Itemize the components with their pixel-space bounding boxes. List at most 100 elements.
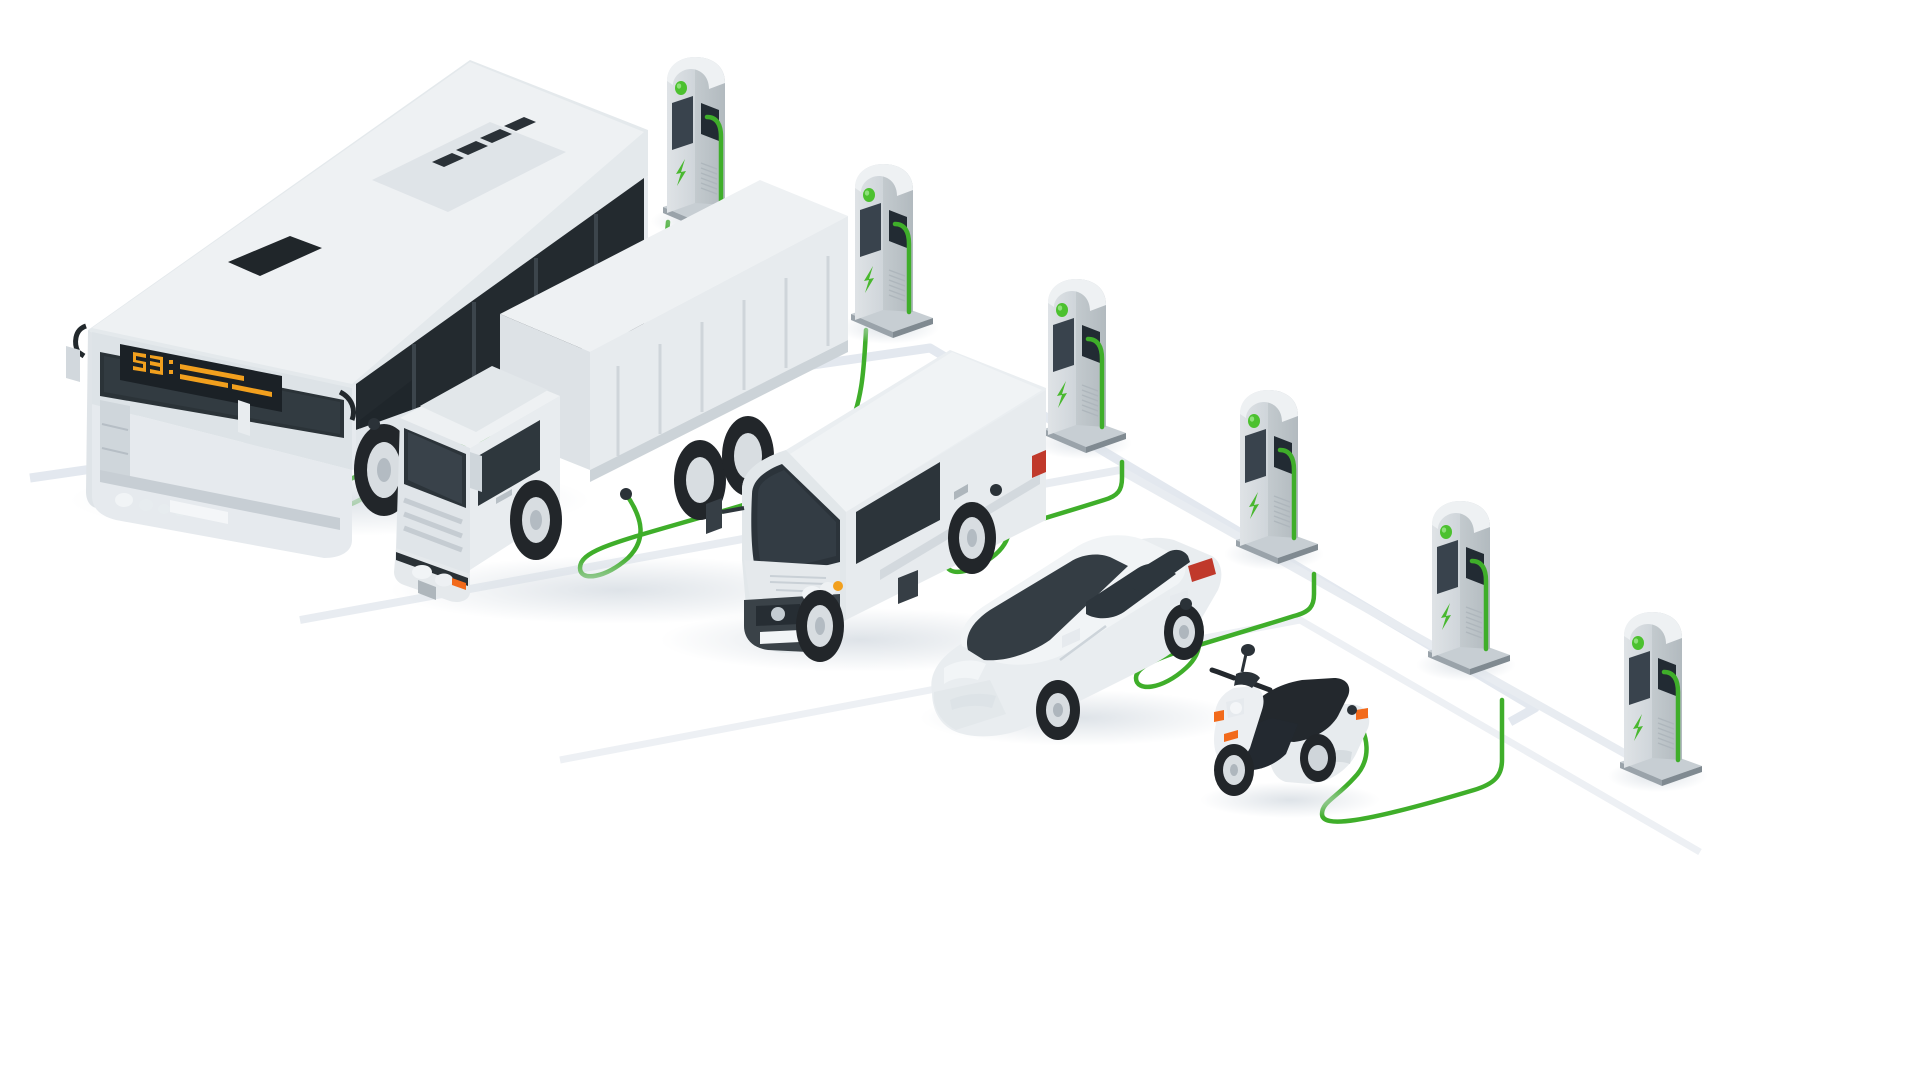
lightning-bolt-icon [864, 266, 874, 293]
scooter-tail-light [1356, 708, 1368, 720]
trailer-side-face [590, 216, 848, 470]
van-emblem [771, 607, 785, 621]
cable-stub [892, 221, 912, 315]
bus-charge-port[interactable] [368, 418, 380, 430]
bus-roof-vents [432, 117, 536, 167]
station-base-shade [1620, 762, 1662, 786]
vehicle-car[interactable] [920, 535, 1240, 746]
station-base-shade2 [893, 318, 933, 338]
car-side-window-rear [1132, 549, 1190, 591]
station-base-shade2 [1662, 766, 1702, 786]
cable-port [889, 210, 907, 248]
truck-grille [403, 497, 463, 553]
cable-port [1274, 436, 1292, 474]
truck-step [418, 580, 436, 600]
status-led-highlight [864, 190, 870, 196]
bus-mirror-right-glass [238, 400, 250, 436]
truck-side-window [478, 420, 540, 506]
bus-roof-hatch [228, 236, 322, 276]
status-led-highlight [676, 83, 682, 89]
van-charge-port[interactable] [990, 484, 1002, 496]
vent-grille [700, 162, 718, 195]
truck-door-handle[interactable] [496, 489, 512, 504]
truck-shadow [390, 556, 850, 624]
trailer-roof [500, 180, 848, 352]
vent-grille [1273, 495, 1291, 528]
cable-port [1658, 658, 1676, 696]
truck-windshield-glass [408, 432, 462, 504]
charging-station-2[interactable] [839, 164, 939, 344]
station-base-shade [1236, 540, 1278, 564]
lightning-bolt-icon [1057, 381, 1067, 408]
trailer-bottom-rail [590, 340, 848, 482]
status-led-icon [1632, 636, 1644, 650]
ground-line-lower [559, 616, 1702, 856]
cable-port [1082, 325, 1100, 363]
scooter-charge-port[interactable] [1347, 705, 1357, 715]
scooter-wheel-rear [1300, 734, 1336, 782]
charging-station-5[interactable] [1416, 501, 1516, 681]
van-tail-light [1032, 450, 1046, 478]
car-grille [950, 693, 996, 710]
cable-car-to-station-4 [1133, 571, 1317, 690]
charging-station-4[interactable] [1224, 390, 1324, 570]
cable-port [701, 103, 719, 141]
scooter-handlebar-right[interactable] [1251, 681, 1273, 693]
station-screen [1437, 540, 1458, 594]
bus-side-windows [356, 178, 644, 430]
van-door-handle[interactable] [954, 484, 968, 500]
car-charge-port[interactable] [1180, 598, 1192, 610]
station-screen [672, 96, 693, 150]
station-screen [1629, 651, 1650, 705]
bus-destination-display [120, 344, 282, 412]
van-side-window [856, 462, 940, 564]
station-base-shade2 [1278, 544, 1318, 564]
scooter-indicator-front [1214, 710, 1224, 722]
status-led-icon [1440, 525, 1452, 539]
lightning-bolt-icon [1441, 603, 1451, 630]
charging-station-6[interactable] [1608, 612, 1708, 792]
bus-front-door-panel[interactable] [100, 400, 130, 480]
bus-front-door-lines [101, 423, 129, 455]
car-wheel-front [1036, 680, 1080, 740]
station-top-cap [1624, 612, 1682, 644]
cable-port [1466, 547, 1484, 585]
van-wheel-front [796, 590, 844, 662]
station-top-cap [667, 57, 725, 89]
route-number-digits [133, 352, 163, 375]
charging-station-3[interactable] [1032, 279, 1132, 459]
van-license-plate [760, 630, 800, 644]
status-led-icon [675, 81, 687, 95]
scooter-mirror-stem [1240, 653, 1248, 673]
station-base-shade2 [1470, 655, 1510, 675]
bus-wheel-rear [354, 424, 414, 516]
scooter-dashboard [1234, 671, 1260, 688]
scooter-mirror [1241, 644, 1255, 656]
car-headlight [944, 660, 986, 684]
bus-mirror-right [338, 389, 356, 421]
lightning-bolt-icon [1249, 492, 1259, 519]
vehicle-van[interactable] [660, 350, 1060, 672]
truck-mirror [470, 452, 482, 492]
station-top-cap [855, 164, 913, 196]
van-windshield-glass [757, 470, 836, 574]
station-top-cap [1432, 501, 1490, 533]
vehicle-truck[interactable] [390, 180, 850, 624]
car-tail-light [1188, 558, 1216, 582]
cable-stub [1469, 558, 1489, 652]
scooter-indicator-lower [1224, 730, 1238, 742]
car-windshield [966, 554, 1128, 661]
destination-text-lines [180, 364, 272, 397]
vehicle-scooter[interactable] [1200, 644, 1380, 818]
trailer-side-rails [616, 256, 830, 456]
route-separator-colon [169, 360, 173, 374]
station-base-shade2 [1086, 433, 1126, 453]
cable-stub [1661, 669, 1681, 763]
status-led-highlight [1441, 527, 1447, 533]
scooter-handlebar-left[interactable] [1209, 667, 1237, 681]
station-screen [860, 203, 881, 257]
scooter-wheel-front [1214, 744, 1254, 796]
status-led-highlight [1249, 416, 1255, 422]
truck-charge-port[interactable] [620, 488, 632, 500]
